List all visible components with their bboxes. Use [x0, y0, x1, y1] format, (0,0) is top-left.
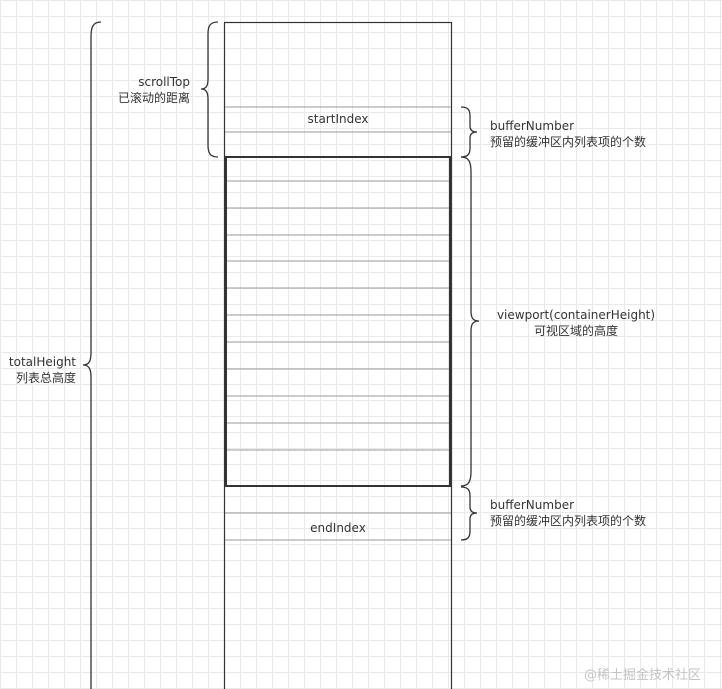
buffer-top-label: bufferNumber 预留的缓冲区内列表项的个数 — [490, 118, 646, 150]
buffer-bottom-label: bufferNumber 预留的缓冲区内列表项的个数 — [490, 497, 646, 529]
viewport-label: viewport(containerHeight) 可视区域的高度 — [484, 307, 668, 339]
buffer-top-title: bufferNumber — [490, 119, 575, 133]
viewport-desc: 可视区域的高度 — [533, 324, 618, 338]
viewport-box — [225, 156, 451, 487]
scrolltop-brace — [200, 21, 219, 158]
start-index-label: startIndex — [307, 112, 369, 126]
totalheight-brace — [82, 21, 102, 689]
watermark: @稀土掘金技术社区 — [584, 668, 702, 683]
scrolltop-label: scrollTop 已滚动的距离 — [96, 74, 190, 106]
totalheight-desc: 列表总高度 — [15, 371, 76, 385]
buffer-bottom-title: bufferNumber — [490, 498, 575, 512]
list-column — [223, 21, 453, 689]
totalheight-label: totalHeight 列表总高度 — [0, 354, 76, 386]
buffer-top-brace — [460, 106, 478, 158]
buffer-bottom-desc: 预留的缓冲区内列表项的个数 — [490, 514, 647, 528]
end-index-label: endIndex — [310, 521, 366, 535]
buffer-bottom-brace — [460, 486, 478, 541]
buffer-top-desc: 预留的缓冲区内列表项的个数 — [490, 135, 647, 149]
scrolltop-title: scrollTop — [138, 75, 190, 89]
scrolltop-desc: 已滚动的距离 — [117, 91, 190, 105]
viewport-brace — [460, 156, 480, 487]
viewport-title: viewport(containerHeight) — [496, 308, 656, 322]
totalheight-title: totalHeight — [8, 355, 76, 369]
